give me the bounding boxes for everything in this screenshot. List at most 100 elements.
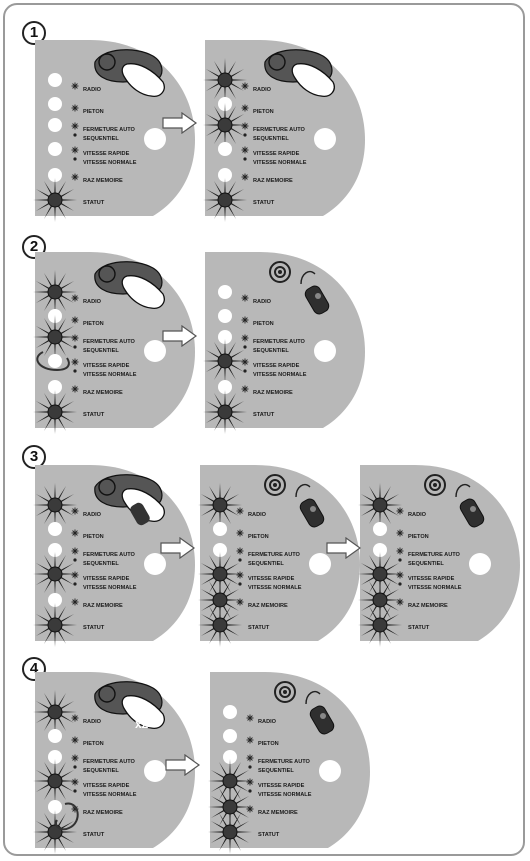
lit-led-burst (198, 578, 242, 622)
label-pieton: PIETON (83, 534, 104, 540)
lit-led-burst (358, 578, 402, 622)
asterisk-icon (71, 104, 79, 112)
asterisk-icon (71, 598, 79, 606)
asterisk-icon (236, 547, 244, 555)
led-off (48, 800, 62, 814)
asterisk-icon (246, 805, 254, 813)
output-led (144, 553, 166, 575)
label-vitesse-normale: VITESSE NORMALE (258, 792, 312, 798)
diagram-frame (3, 3, 525, 856)
label-vitesse-rapide: VITESSE RAPIDE (83, 783, 130, 789)
asterisk-icon (71, 571, 79, 579)
asterisk-icon (396, 598, 404, 606)
led-off (373, 543, 387, 557)
asterisk-icon (71, 146, 79, 154)
lit-led-burst (33, 390, 77, 434)
label-vitesse-rapide: VITESSE RAPIDE (408, 576, 455, 582)
lit-led-burst (33, 603, 77, 647)
bullet-dot-icon (398, 582, 402, 586)
panel-step3-second: RADIO PIETON FERMETURE AUTO SEQUENTIEL V… (198, 465, 360, 647)
lit-led-burst (358, 603, 402, 647)
remote-button-icon (98, 685, 116, 703)
output-led (144, 128, 166, 150)
label-vitesse-normale: VITESSE NORMALE (408, 585, 462, 591)
asterisk-icon (241, 358, 249, 366)
asterisk-icon (241, 146, 249, 154)
hand-icon (121, 275, 165, 309)
led-off (223, 705, 237, 719)
label-vitesse-rapide: VITESSE RAPIDE (258, 783, 305, 789)
label-raz-memoire: RAZ MEMOIRE (408, 603, 448, 609)
label-fermeture-auto: FERMETURE AUTO (408, 552, 461, 558)
bullet-dot-icon (73, 765, 77, 769)
bullet-dot-icon (73, 558, 77, 562)
label-raz-memoire: RAZ MEMOIRE (83, 810, 123, 816)
target-icon (274, 681, 296, 703)
led-off (218, 330, 232, 344)
curved-arrow-icon (36, 351, 70, 372)
asterisk-icon (246, 754, 254, 762)
target-icon (424, 474, 446, 496)
label-statut: STATUT (248, 625, 270, 631)
target-icon (264, 474, 286, 496)
label-sequentiel: SEQUENTIEL (253, 348, 289, 354)
asterisk-icon (396, 507, 404, 515)
asterisk-icon (241, 316, 249, 324)
label-raz-memoire: RAZ MEMOIRE (83, 390, 123, 396)
remote-button-icon (98, 265, 116, 283)
led-off (373, 522, 387, 536)
led-off (223, 750, 237, 764)
bullet-dot-icon (73, 133, 77, 137)
asterisk-icon (71, 173, 79, 181)
label-vitesse-normale: VITESSE NORMALE (83, 792, 137, 798)
led-off (213, 543, 227, 557)
label-fermeture-auto: FERMETURE AUTO (83, 339, 136, 345)
lit-led-burst (198, 603, 242, 647)
label-radio: RADIO (408, 512, 427, 518)
bullet-dot-icon (73, 369, 77, 373)
label-vitesse-rapide: VITESSE RAPIDE (248, 576, 295, 582)
led-off (218, 309, 232, 323)
arrow-icon (326, 537, 362, 559)
label-vitesse-normale: VITESSE NORMALE (248, 585, 302, 591)
output-led (144, 340, 166, 362)
label-vitesse-normale: VITESSE NORMALE (253, 160, 307, 166)
label-pieton: PIETON (253, 321, 274, 327)
led-off (48, 380, 62, 394)
output-led (314, 128, 336, 150)
bullet-dot-icon (243, 345, 247, 349)
remote-button-icon (98, 478, 116, 496)
asterisk-icon (236, 507, 244, 515)
arrow-icon (160, 537, 196, 559)
bullet-dot-icon (243, 133, 247, 137)
label-radio: RADIO (83, 87, 102, 93)
label-fermeture-auto: FERMETURE AUTO (83, 552, 136, 558)
label-radio: RADIO (83, 719, 102, 725)
label-pieton: PIETON (83, 321, 104, 327)
bullet-dot-icon (73, 789, 77, 793)
panel-step1-after: RADIO PIETON FERMETURE AUTO SEQUENTIEL V… (203, 40, 365, 222)
led-off (48, 168, 62, 182)
label-raz-memoire: RAZ MEMOIRE (83, 178, 123, 184)
led-off (218, 168, 232, 182)
asterisk-icon (71, 316, 79, 324)
label-radio: RADIO (258, 719, 277, 725)
label-vitesse-rapide: VITESSE RAPIDE (83, 151, 130, 157)
lit-led-burst (208, 785, 252, 829)
arrow-icon (162, 112, 198, 134)
bullet-dot-icon (73, 157, 77, 161)
label-radio: RADIO (248, 512, 267, 518)
bullet-dot-icon (243, 369, 247, 373)
label-sequentiel: SEQUENTIEL (83, 348, 119, 354)
label-statut: STATUT (253, 200, 275, 206)
asterisk-icon (71, 547, 79, 555)
lit-led-burst (33, 270, 77, 314)
asterisk-icon (246, 778, 254, 786)
label-statut: STATUT (253, 412, 275, 418)
lit-led-burst (33, 690, 77, 734)
lit-led-burst (33, 483, 77, 527)
label-vitesse-normale: VITESSE NORMALE (83, 585, 137, 591)
label-raz-memoire: RAZ MEMOIRE (258, 810, 298, 816)
signal-arrow-icon (305, 690, 321, 705)
asterisk-icon (236, 529, 244, 537)
